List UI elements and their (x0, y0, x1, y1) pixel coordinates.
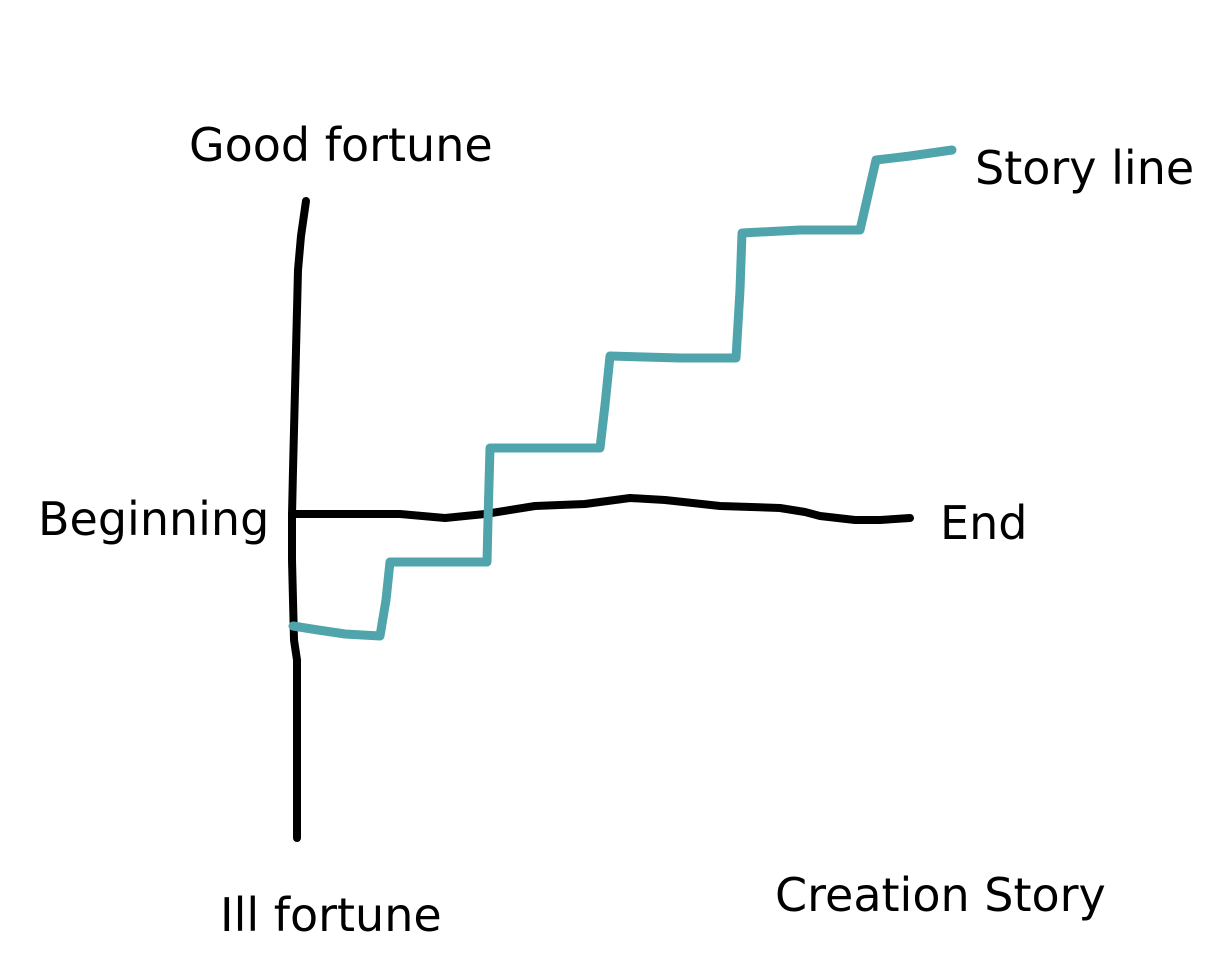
fortune-axis (288, 197, 310, 842)
good-fortune-label: Good fortune (189, 118, 493, 172)
ill-fortune-label: Ill fortune (220, 888, 442, 942)
time-axis (288, 494, 914, 524)
diagram-title: Creation Story (775, 868, 1106, 922)
story-line (288, 145, 957, 641)
end-label: End (940, 496, 1028, 550)
beginning-label: Beginning (38, 492, 270, 546)
story-line-label: Story line (975, 141, 1195, 195)
